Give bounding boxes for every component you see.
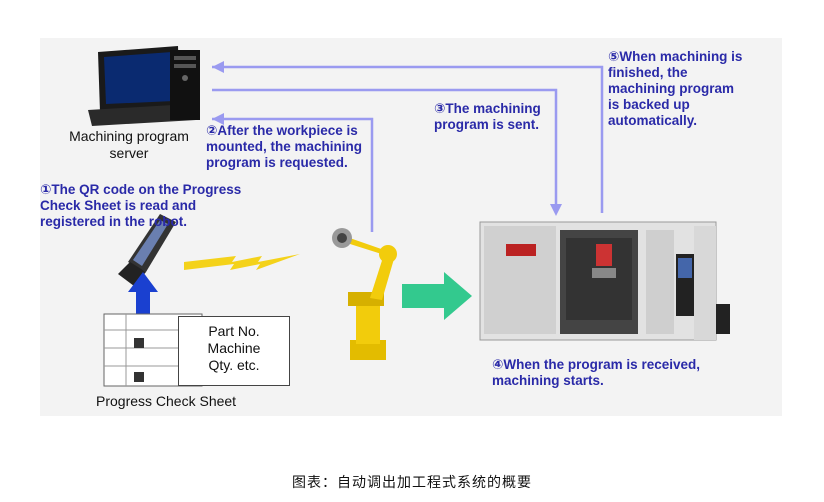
step5-arrow bbox=[212, 65, 604, 213]
robot-arm-icon bbox=[332, 228, 397, 360]
step5-arrowhead bbox=[212, 61, 224, 73]
server-label: Machining program server bbox=[69, 128, 189, 161]
sheet-note-line: Qty. etc. bbox=[208, 357, 260, 373]
sheet-note-line: Part No. bbox=[208, 323, 260, 339]
step2-arrowhead bbox=[212, 113, 224, 125]
machining-center-icon bbox=[479, 221, 730, 341]
progress-check-sheet-label: Progress Check Sheet bbox=[96, 393, 237, 409]
step2-text: ②After the workpiece is mounted, the mac… bbox=[206, 123, 363, 170]
wireless-signal-icon bbox=[184, 254, 300, 270]
step4-text: ④When the program is received, machining… bbox=[492, 357, 700, 388]
server-computer-icon bbox=[88, 46, 200, 126]
sheet-callout: Part No. Machine Qty. etc. bbox=[178, 316, 290, 386]
step3-text: ③The machining program is sent. bbox=[434, 101, 541, 132]
step1-text: ①The QR code on the Progress Check Sheet… bbox=[40, 182, 242, 229]
sheet-note-line: Machine bbox=[207, 340, 261, 356]
step2-arrow bbox=[212, 117, 374, 232]
step3-arrowhead bbox=[550, 204, 562, 216]
transfer-arrow bbox=[402, 272, 472, 320]
figure-caption: 图表：自动调出加工程式系统的概要 bbox=[292, 474, 532, 490]
step5-text: ⑤When machining is finished, the machini… bbox=[608, 49, 743, 128]
step3-arrow bbox=[212, 88, 558, 208]
